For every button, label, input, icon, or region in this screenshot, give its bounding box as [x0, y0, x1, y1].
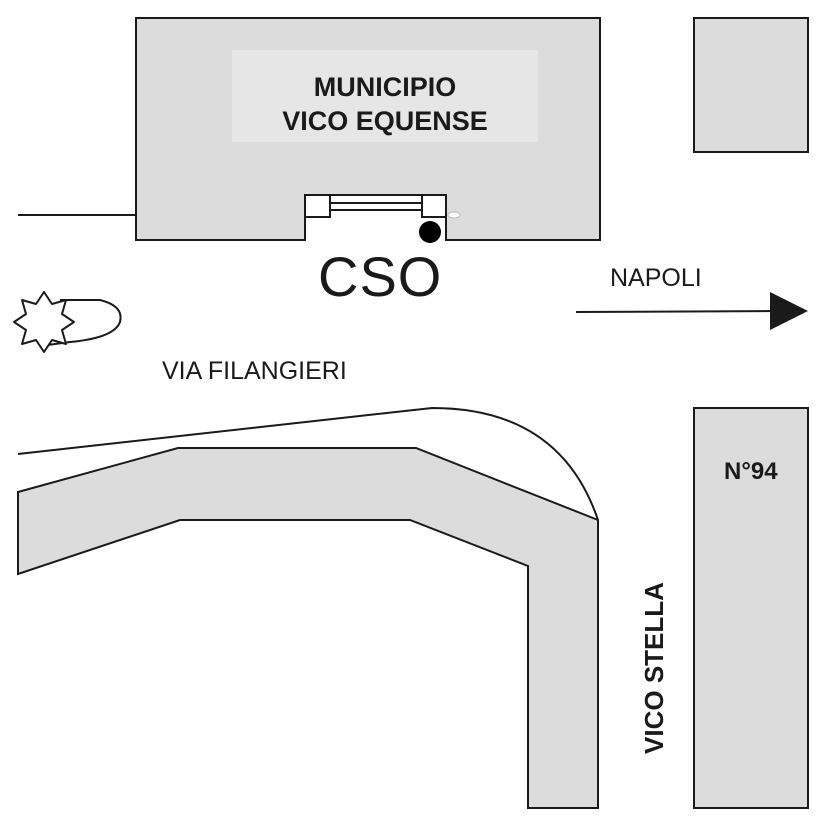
building-n94[interactable]	[693, 407, 809, 809]
entrance-pillar-left	[304, 194, 331, 218]
entrance-step	[329, 202, 423, 211]
location-dot-icon[interactable]	[419, 221, 441, 243]
municipio-label: MUNICIPIO VICO EQUENSE	[232, 70, 538, 138]
civic-number-label: N°94	[724, 458, 778, 485]
street-label-side: VICO STELLA	[639, 582, 669, 754]
building-top-right[interactable]	[693, 17, 809, 153]
street-label-main: VIA FILANGIERI	[162, 357, 347, 385]
municipio-label-area	[232, 50, 538, 142]
flower-decoration-icon	[13, 291, 122, 353]
marker-label: CSO	[318, 245, 443, 308]
lower-block-band	[17, 447, 599, 809]
marker-highlight	[447, 211, 461, 219]
direction-label: NAPOLI	[610, 264, 702, 292]
entrance-pillar-right	[421, 194, 447, 218]
curb-line	[17, 406, 599, 521]
municipio-label-line2: VICO EQUENSE	[282, 106, 488, 136]
arrow-right-icon	[575, 292, 808, 330]
municipio-label-line1: MUNICIPIO	[313, 72, 457, 102]
